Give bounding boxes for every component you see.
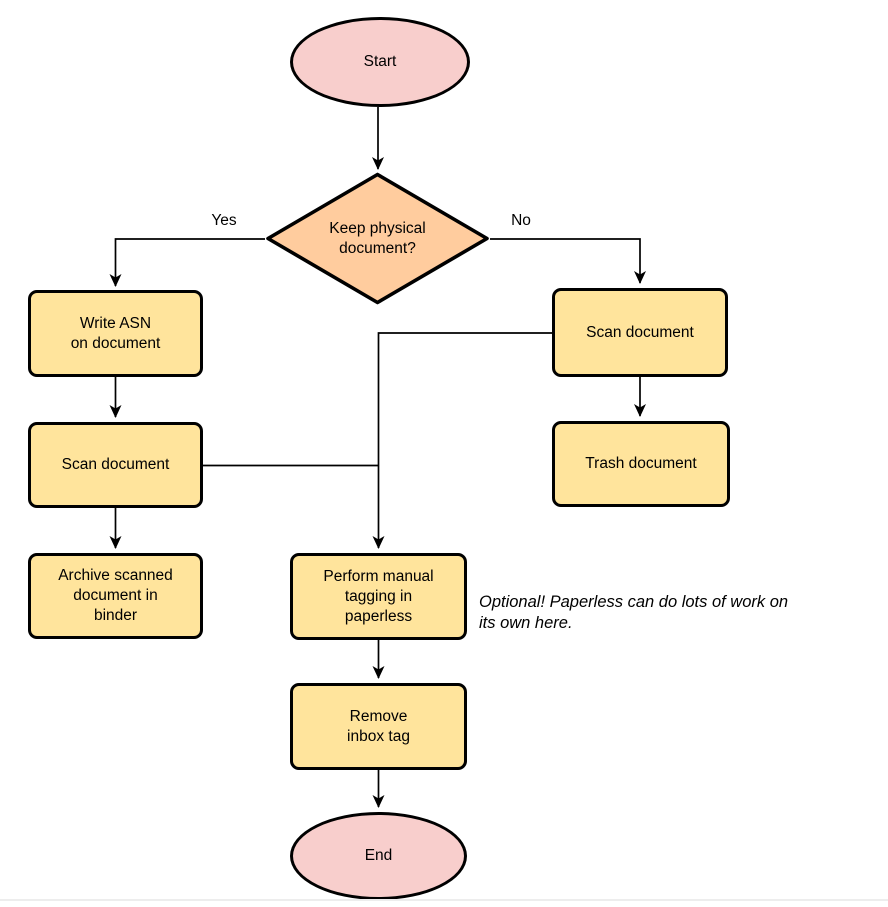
node-end-label: End xyxy=(364,847,393,864)
decision-diamond-shape xyxy=(266,172,489,305)
node-start: Start xyxy=(290,17,470,107)
annotation-optional-note: Optional! Paperless can do lots of work … xyxy=(479,593,789,632)
node-trash-document-label: Trash document xyxy=(585,455,697,472)
bottom-hairline xyxy=(0,899,888,901)
node-end: End xyxy=(290,812,467,900)
node-remove-inbox-tag-label: Remove inbox tag xyxy=(347,707,410,745)
node-trash-document: Trash document xyxy=(552,421,730,507)
node-archive-binder: Archive scanned document in binder xyxy=(28,553,203,639)
node-scan-document-left-label: Scan document xyxy=(61,456,170,473)
edge-label-no: No xyxy=(511,212,531,229)
node-scan-document-right-label: Scan document xyxy=(586,323,694,341)
edge-scan-right-to-tagging xyxy=(372,332,552,549)
node-start-label: Start xyxy=(363,53,397,70)
node-remove-inbox-tag: Remove inbox tag xyxy=(290,683,467,770)
node-write-asn-label: Write ASN on document xyxy=(70,314,161,352)
node-scan-document-right: Scan document xyxy=(552,288,728,377)
node-scan-document-left: Scan document xyxy=(28,422,203,508)
node-archive-binder-label: Archive scanned document in binder xyxy=(58,567,173,624)
node-manual-tagging: Perform manual tagging in paperless xyxy=(290,553,467,640)
edge-label-yes: Yes xyxy=(211,212,237,229)
node-manual-tagging-label: Perform manual tagging in paperless xyxy=(323,567,434,625)
edge-decision-yes-to-write-asn xyxy=(109,238,265,287)
node-write-asn: Write ASN on document xyxy=(28,290,203,377)
node-decision-label: Keep physical document? xyxy=(329,219,426,257)
node-decision: Keep physical document? xyxy=(265,172,490,305)
edge-decision-no-to-scan-right xyxy=(490,238,646,284)
